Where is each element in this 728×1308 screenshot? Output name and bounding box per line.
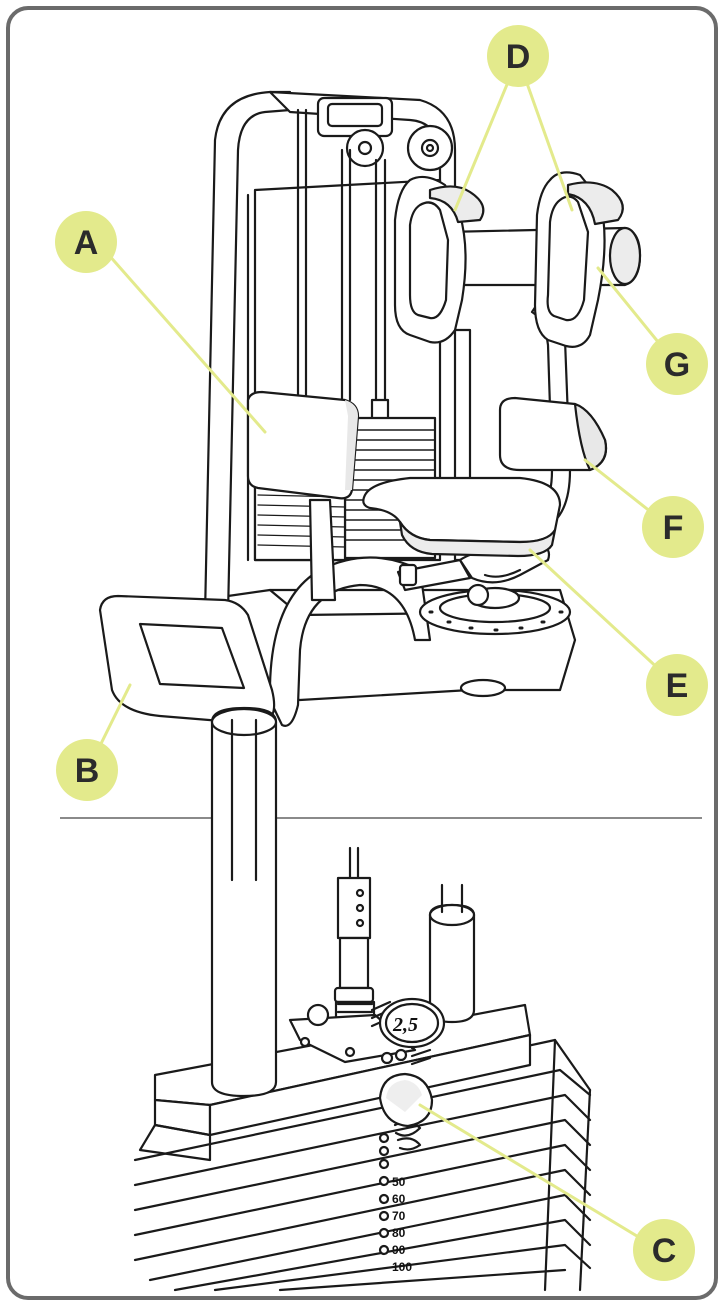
leader-line-a (98, 243, 267, 434)
disc-rim-dots (428, 610, 564, 632)
callout-g: G (646, 333, 708, 395)
addon-weight-cap (378, 997, 446, 1049)
arm-pad-left-inner (408, 201, 450, 320)
weight-stack-closeup (133, 706, 592, 1292)
callout-d: D (487, 25, 549, 87)
callout-a: A (55, 211, 117, 273)
plate-number: 70 (392, 1209, 406, 1223)
guide-rod-right-upper (440, 883, 464, 914)
plate-under (138, 1123, 212, 1162)
leader-line-c (418, 1103, 662, 1252)
callout-b-label: B (75, 752, 100, 790)
front-arch-post (308, 498, 337, 602)
callout-f-label: F (663, 509, 684, 547)
swivel-lever (483, 568, 522, 578)
thigh-pad-end (573, 402, 608, 472)
guide-rod-left-upper (230, 718, 258, 882)
base-foot (459, 678, 507, 698)
rod-connector-lower (338, 936, 370, 990)
top-housing-inner (326, 102, 384, 128)
rod-collar (333, 986, 375, 1004)
front-arch (268, 556, 432, 727)
selector-pin-knob-shade (386, 1080, 422, 1112)
pulley-left-hub (357, 140, 373, 156)
addon-weight-cap-rim (384, 1002, 440, 1044)
callout-c: C (633, 1219, 695, 1281)
callout-f: F (642, 496, 704, 558)
swivel-pin (466, 583, 490, 607)
plate-number: 100 (392, 1260, 412, 1274)
plate-number: 60 (392, 1192, 406, 1206)
callout-e: E (646, 654, 708, 716)
callout-e-label: E (666, 667, 689, 705)
addon-weight-label: 2,5 (392, 1014, 418, 1036)
top-plate-side (208, 1033, 532, 1137)
hip-pad (246, 390, 360, 500)
plate-number: 50 (392, 1175, 406, 1189)
callout-g-label: G (664, 346, 690, 384)
seat-cushion-side (398, 520, 557, 558)
callout-c-label: C (652, 1232, 677, 1270)
rotary-torso-machine (98, 90, 642, 727)
plate-number: 80 (392, 1226, 406, 1240)
foot-handle-inner (138, 622, 246, 690)
plate-number-labels: 50 60 70 80 90 100 (392, 1175, 412, 1274)
arm-pad-right-top (566, 181, 624, 226)
callout-d-label: D (506, 38, 531, 76)
plate-holes (378, 1048, 408, 1256)
callout-a-label: A (74, 224, 99, 262)
callout-badges: A B C D E F G (55, 25, 708, 1281)
swivel-latch (398, 563, 418, 587)
hip-pad-shade (345, 400, 358, 490)
plate-number: 90 (392, 1243, 406, 1257)
leader-line-e (528, 548, 678, 687)
rod-connector-upper (336, 876, 372, 940)
arm-pad-right-inner (546, 195, 590, 322)
guide-tube-left (210, 706, 278, 1098)
pulley-right-hub-inner (425, 143, 435, 153)
chest-bar-end (608, 226, 642, 286)
callout-b: B (56, 739, 118, 801)
